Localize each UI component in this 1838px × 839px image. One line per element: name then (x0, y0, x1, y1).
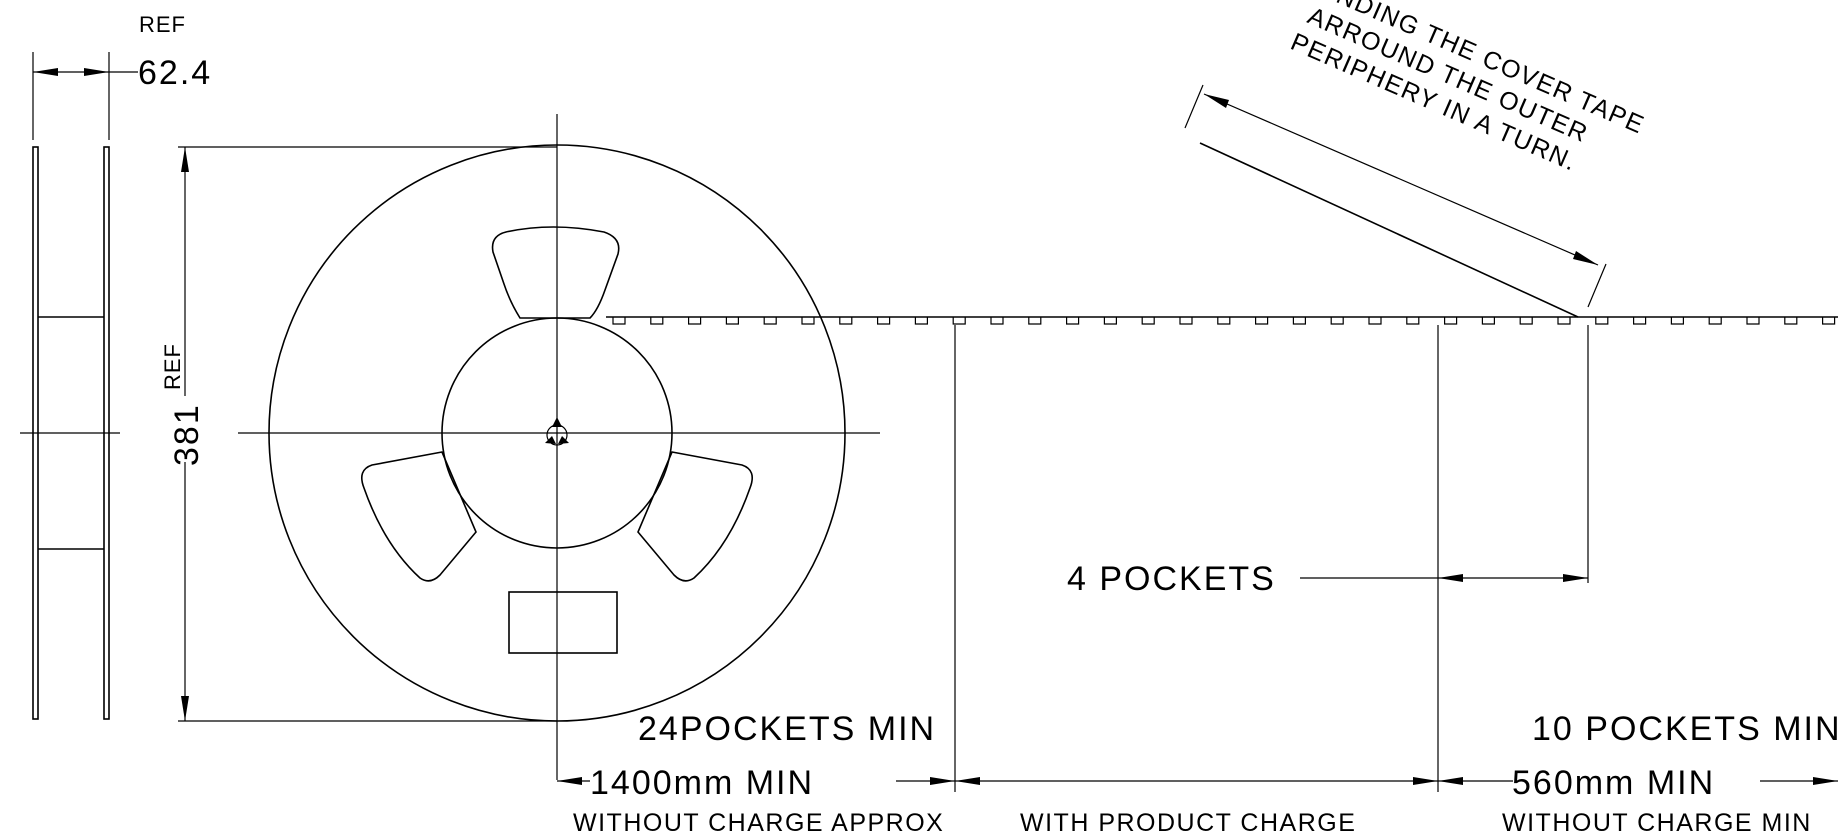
diameter-arrow-bottom (181, 696, 189, 721)
diameter-value: 381 (168, 403, 206, 466)
diameter-label-bg (163, 396, 203, 462)
tape-pocket (1444, 317, 1458, 325)
note-arrow-start (1204, 94, 1229, 108)
tape-pocket (1217, 317, 1231, 325)
trailer-arrow-right (930, 777, 955, 785)
four-pockets-label: 4 POCKETS (1067, 560, 1276, 598)
tape-pockets (612, 317, 1836, 325)
tape-pocket (650, 317, 664, 325)
caption-trailer: WITHOUT CHARGE APPROX (573, 809, 944, 837)
caption-product: WITH PRODUCT CHARGE (1020, 809, 1356, 837)
leader-arrow-right (1813, 777, 1838, 785)
tape-pocket (839, 317, 853, 325)
diameter-arrow-top (181, 147, 189, 172)
diameter-ref-label: REF (160, 343, 185, 390)
tape-pocket (1784, 317, 1798, 325)
leader-length-label: 560mm MIN (1512, 764, 1715, 802)
tape-pocket (1406, 317, 1420, 325)
note-ext-line-start (1184, 84, 1204, 129)
leader-pockets-label: 10 POCKETS MIN (1532, 710, 1838, 748)
reel-side-view: REF 62.4 (20, 12, 212, 720)
product-arrow-right (1413, 777, 1438, 785)
tape-pocket (914, 317, 928, 325)
tape-pocket (801, 317, 815, 325)
carrier-tape (606, 316, 1838, 325)
tape-pocket (725, 317, 739, 325)
reel-front-view: 381 REF (160, 114, 880, 780)
four-pockets-arrow-right (1563, 574, 1588, 582)
note-arrow-end (1573, 251, 1598, 265)
tape-pocket (1633, 317, 1647, 325)
tape-pocket (763, 317, 777, 325)
tape-pocket (990, 317, 1004, 325)
tape-pocket (612, 317, 626, 325)
tape-pocket (1141, 317, 1155, 325)
side-width-value: 62.4 (138, 54, 212, 92)
trailer-pockets-label: 24POCKETS MIN (638, 710, 936, 748)
tape-pocket (1519, 317, 1533, 325)
tape-pocket (1746, 317, 1760, 325)
trailer-length-label: 1400mm MIN (590, 764, 814, 802)
note-ext-line-end (1587, 263, 1607, 308)
four-pockets-arrow-left (1438, 574, 1463, 582)
caption-leader: WITHOUT CHARGE MIN (1502, 809, 1812, 837)
tape-pocket (688, 317, 702, 325)
reel-label-area (508, 591, 618, 654)
trailer-arrow-left (557, 777, 582, 785)
tape-pocket (1708, 317, 1722, 325)
tape-pocket (1179, 317, 1193, 325)
tape-pocket (1481, 317, 1495, 325)
tape-pocket (1368, 317, 1382, 325)
tape-pocket (877, 317, 891, 325)
product-arrow-left (955, 777, 980, 785)
tape-pocket (1103, 317, 1117, 325)
tape-pocket (1255, 317, 1269, 325)
reel-window-left (361, 451, 477, 582)
tape-pocket (1595, 317, 1609, 325)
reel-window-top (491, 226, 620, 319)
cover-tape-line (1199, 142, 1579, 318)
reel-window-right (637, 451, 753, 582)
side-dim-arrow-right (84, 68, 109, 76)
tape-pocket (1670, 317, 1684, 325)
tape-pocket (1066, 317, 1080, 325)
tape-pocket (1822, 317, 1836, 325)
side-ref-label: REF (139, 12, 186, 37)
arbor-hole-icon (545, 417, 569, 446)
tape-pocket (1028, 317, 1042, 325)
tape-pocket (1330, 317, 1344, 325)
tape-pocket (952, 317, 966, 325)
note-dim-line (1203, 93, 1599, 266)
leader-arrow-left (1438, 777, 1463, 785)
tape-pocket (1557, 317, 1571, 325)
tape-dimensions: 4 POCKETS 24POCKETS MIN 10 POCKETS MIN 1… (557, 325, 1838, 837)
side-dim-arrow-left (33, 68, 58, 76)
cover-tape-note: WINDING THE COVER TAPE ARROUND THE OUTER… (1184, 0, 1649, 318)
tape-pocket (1292, 317, 1306, 325)
